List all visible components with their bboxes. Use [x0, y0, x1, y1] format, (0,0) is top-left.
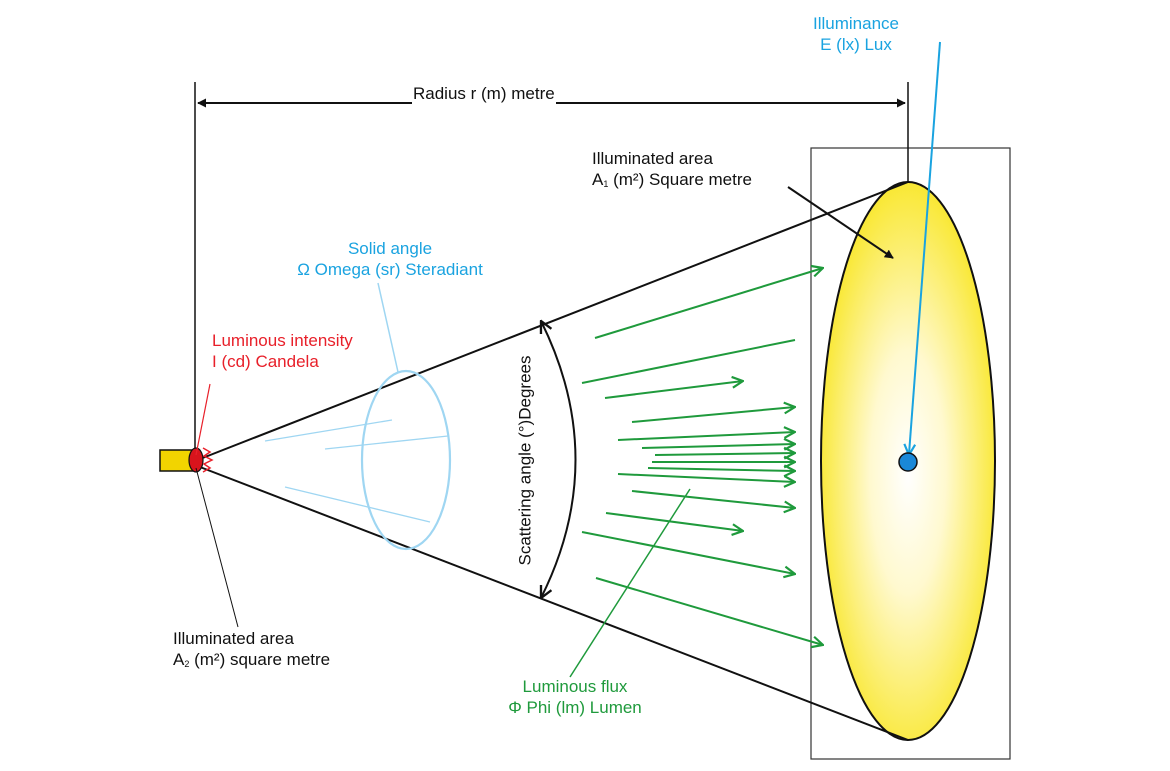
flux-ray — [581, 339, 796, 384]
flux-arrow — [604, 381, 743, 399]
cone-edge-bottom — [199, 466, 909, 741]
cone-edge-top — [199, 181, 909, 460]
flux-arrow — [617, 473, 795, 482]
flux-arrow — [654, 453, 795, 455]
intensity-label-line1: Luminous intensity — [212, 331, 353, 350]
solid-angle-ray — [324, 435, 449, 450]
flux-arrow — [594, 268, 823, 339]
flux-arrow — [631, 407, 795, 423]
illuminance-arrow — [909, 41, 941, 454]
area1-label-line1: Illuminated area — [592, 149, 713, 168]
solid-angle-leader — [377, 282, 399, 373]
solid-angle-ray — [284, 486, 431, 523]
flux-leader — [569, 488, 691, 678]
area1-label: Illuminated area A1 (m²) Square metre — [592, 148, 752, 195]
solid-angle-label-line1: Solid angle — [347, 239, 433, 258]
solid-angle-label: Solid angle Ω Omega (sr) Steradiant — [270, 238, 510, 280]
solid-angle-ellipse — [360, 369, 452, 551]
area-frame — [810, 147, 1011, 760]
intensity-label: Luminous intensity I (cd) Candela — [212, 330, 353, 372]
area1-unit: (m²) Square metre — [608, 170, 752, 189]
luminous-flux-label-line2: Φ Phi (lm) Lumen — [508, 698, 642, 717]
area2-label-line2: A2 (m²) square metre — [173, 649, 330, 675]
scattering-angle-label: Scattering angle (°)Degrees — [515, 355, 535, 566]
illuminance-label-line2: E (lx) Lux — [820, 35, 892, 54]
flux-arrow — [631, 490, 795, 508]
area1-symbol: A — [592, 170, 604, 189]
luminous-flux-arrows — [569, 268, 823, 678]
area2-unit: (m²) square metre — [189, 650, 331, 669]
area1-subscript: 1 — [603, 179, 609, 189]
flux-arrow — [581, 531, 795, 574]
flux-arrow — [605, 512, 743, 531]
area2-label-line1: Illuminated area — [173, 629, 294, 648]
solid-angle-ray — [264, 419, 393, 442]
area1-arrow — [787, 186, 894, 259]
scattering-angle-arc — [541, 321, 577, 598]
area2-label: Illuminated area A2 (m²) square metre — [173, 628, 330, 675]
luminous-flux-label-line1: Luminous flux — [522, 677, 628, 696]
area2-leader — [195, 467, 239, 628]
emission-zigzag — [202, 447, 214, 473]
illuminance-label-line1: Illuminance — [813, 14, 899, 33]
illuminance-point — [898, 452, 918, 472]
solid-angle-label-line2: Ω Omega (sr) Steradiant — [297, 260, 483, 279]
area2-symbol: A — [173, 650, 185, 669]
flux-arrow — [647, 468, 795, 471]
area2-subscript: 2 — [184, 659, 190, 669]
illuminance-label: Illuminance E (lx) Lux — [796, 13, 916, 55]
luminous-flux-label: Luminous flux Φ Phi (lm) Lumen — [460, 676, 690, 718]
flux-arrow — [641, 444, 795, 448]
light-source-emitter — [188, 447, 204, 473]
radius-label: Radius r (m) metre — [412, 83, 556, 104]
flux-arrow — [595, 577, 823, 645]
flux-arrow — [617, 432, 795, 441]
intensity-label-line2: I (cd) Candela — [212, 352, 319, 371]
area1-label-line2: A1 (m²) Square metre — [592, 169, 752, 195]
intensity-leader — [195, 383, 211, 456]
